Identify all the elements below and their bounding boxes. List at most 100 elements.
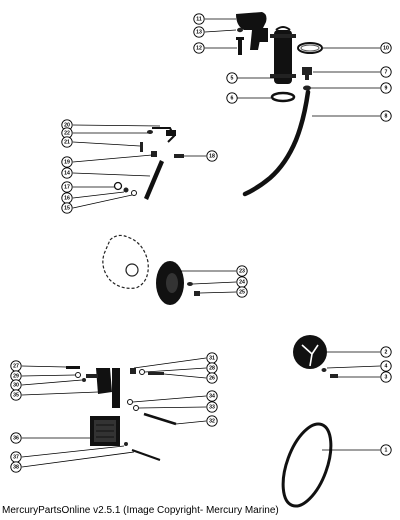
- callout-31: 31: [206, 352, 218, 364]
- callout-number: 38: [13, 464, 19, 470]
- callout-12: 12: [193, 42, 205, 54]
- callout-number: 2: [385, 349, 388, 355]
- callout-number: 26: [209, 375, 215, 381]
- alternator-part: [102, 234, 149, 289]
- fitting-part: [302, 67, 312, 80]
- callout-25: 25: [236, 286, 248, 298]
- coil-part: [90, 416, 120, 446]
- strap-part: [144, 160, 164, 200]
- callout-23: 23: [236, 265, 248, 277]
- callout-number: 13: [196, 29, 202, 35]
- callout-number: 35: [13, 392, 19, 398]
- callout-35: 35: [10, 389, 22, 401]
- small-fastener-parts: [66, 366, 177, 461]
- nut-washer-parts: [113, 181, 137, 196]
- callout-14: 14: [61, 167, 73, 179]
- callout-number: 8: [385, 113, 388, 119]
- callout-8: 8: [380, 110, 392, 122]
- callout-number: 16: [64, 195, 70, 201]
- alternator-pulley-part: [156, 261, 184, 305]
- callout-4: 4: [380, 360, 392, 372]
- callout-number: 14: [64, 170, 70, 176]
- callout-34: 34: [206, 390, 218, 402]
- callout-number: 30: [13, 382, 19, 388]
- callout-number: 9: [385, 85, 388, 91]
- callout-number: 25: [239, 289, 245, 295]
- copyright-footer: MercuryPartsOnline v2.5.1 (Image Copyrig…: [2, 505, 279, 516]
- filter-housing-part: [270, 26, 296, 84]
- callout-13: 13: [193, 26, 205, 38]
- callout-number: 20: [64, 122, 70, 128]
- callout-number: 15: [64, 205, 70, 211]
- callout-number: 19: [64, 159, 70, 165]
- pulley-washer-nut-parts: [187, 282, 200, 296]
- leader-lines: [21, 18, 381, 468]
- callout-number: 23: [239, 268, 245, 274]
- callout-5: 5: [226, 72, 238, 84]
- wire-terminal-part: [147, 127, 176, 143]
- callout-number: 28: [209, 365, 215, 371]
- callout-32: 32: [206, 415, 218, 427]
- callout-number: 18: [209, 153, 215, 159]
- callout-11: 11: [193, 13, 205, 25]
- callout-number: 17: [64, 184, 70, 190]
- callout-18: 18: [206, 150, 218, 162]
- callout-number: 29: [13, 373, 19, 379]
- small-clamp-part: [303, 85, 311, 91]
- callout-number: 1: [385, 447, 388, 453]
- callout-7: 7: [380, 66, 392, 78]
- callout-37: 37: [10, 451, 22, 463]
- callout-28: 28: [206, 362, 218, 374]
- callout-21: 21: [61, 136, 73, 148]
- callout-number: 24: [239, 279, 245, 285]
- callout-number: 4: [385, 363, 388, 369]
- screw-parts: [140, 142, 184, 158]
- drive-belt-part: [281, 422, 333, 508]
- callout-number: 11: [196, 16, 202, 22]
- callout-number: 7: [385, 69, 388, 75]
- bracket-assembly-part: [86, 368, 120, 408]
- callout-17: 17: [61, 181, 73, 193]
- callout-26: 26: [206, 372, 218, 384]
- lower-clamp-part: [270, 91, 296, 103]
- callout-3: 3: [380, 371, 392, 383]
- callout-33: 33: [206, 401, 218, 413]
- callout-number: 31: [209, 355, 215, 361]
- callout-number: 10: [383, 45, 389, 51]
- callout-6: 6: [226, 92, 238, 104]
- callout-number: 6: [231, 95, 234, 101]
- callout-30: 30: [10, 379, 22, 391]
- callout-10: 10: [380, 42, 392, 54]
- callout-15: 15: [61, 202, 73, 214]
- bolt-part: [236, 37, 244, 55]
- callout-38: 38: [10, 461, 22, 473]
- callout-number: 3: [385, 374, 388, 380]
- callout-19: 19: [61, 156, 73, 168]
- callout-16: 16: [61, 192, 73, 204]
- callout-number: 33: [209, 404, 215, 410]
- top-bracket-part: [236, 12, 268, 50]
- crank-washer-nut-parts: [321, 368, 338, 378]
- callout-number: 37: [13, 454, 19, 460]
- callout-27: 27: [10, 360, 22, 372]
- callout-number: 21: [64, 139, 70, 145]
- callout-9: 9: [380, 82, 392, 94]
- callout-number: 34: [209, 393, 215, 399]
- crank-pulley-part: [293, 335, 327, 369]
- fuel-hose-part: [242, 89, 311, 197]
- callout-number: 5: [231, 75, 234, 81]
- callout-number: 36: [13, 435, 19, 441]
- callout-36: 36: [10, 432, 22, 444]
- hose-clamp-part: [297, 42, 323, 54]
- callout-number: 32: [209, 418, 215, 424]
- washer-part: [237, 27, 243, 33]
- callout-1: 1: [380, 444, 392, 456]
- callout-24: 24: [236, 276, 248, 288]
- callout-number: 22: [64, 130, 70, 136]
- callout-number: 27: [13, 363, 19, 369]
- callout-number: 12: [196, 45, 202, 51]
- callout-2: 2: [380, 346, 392, 358]
